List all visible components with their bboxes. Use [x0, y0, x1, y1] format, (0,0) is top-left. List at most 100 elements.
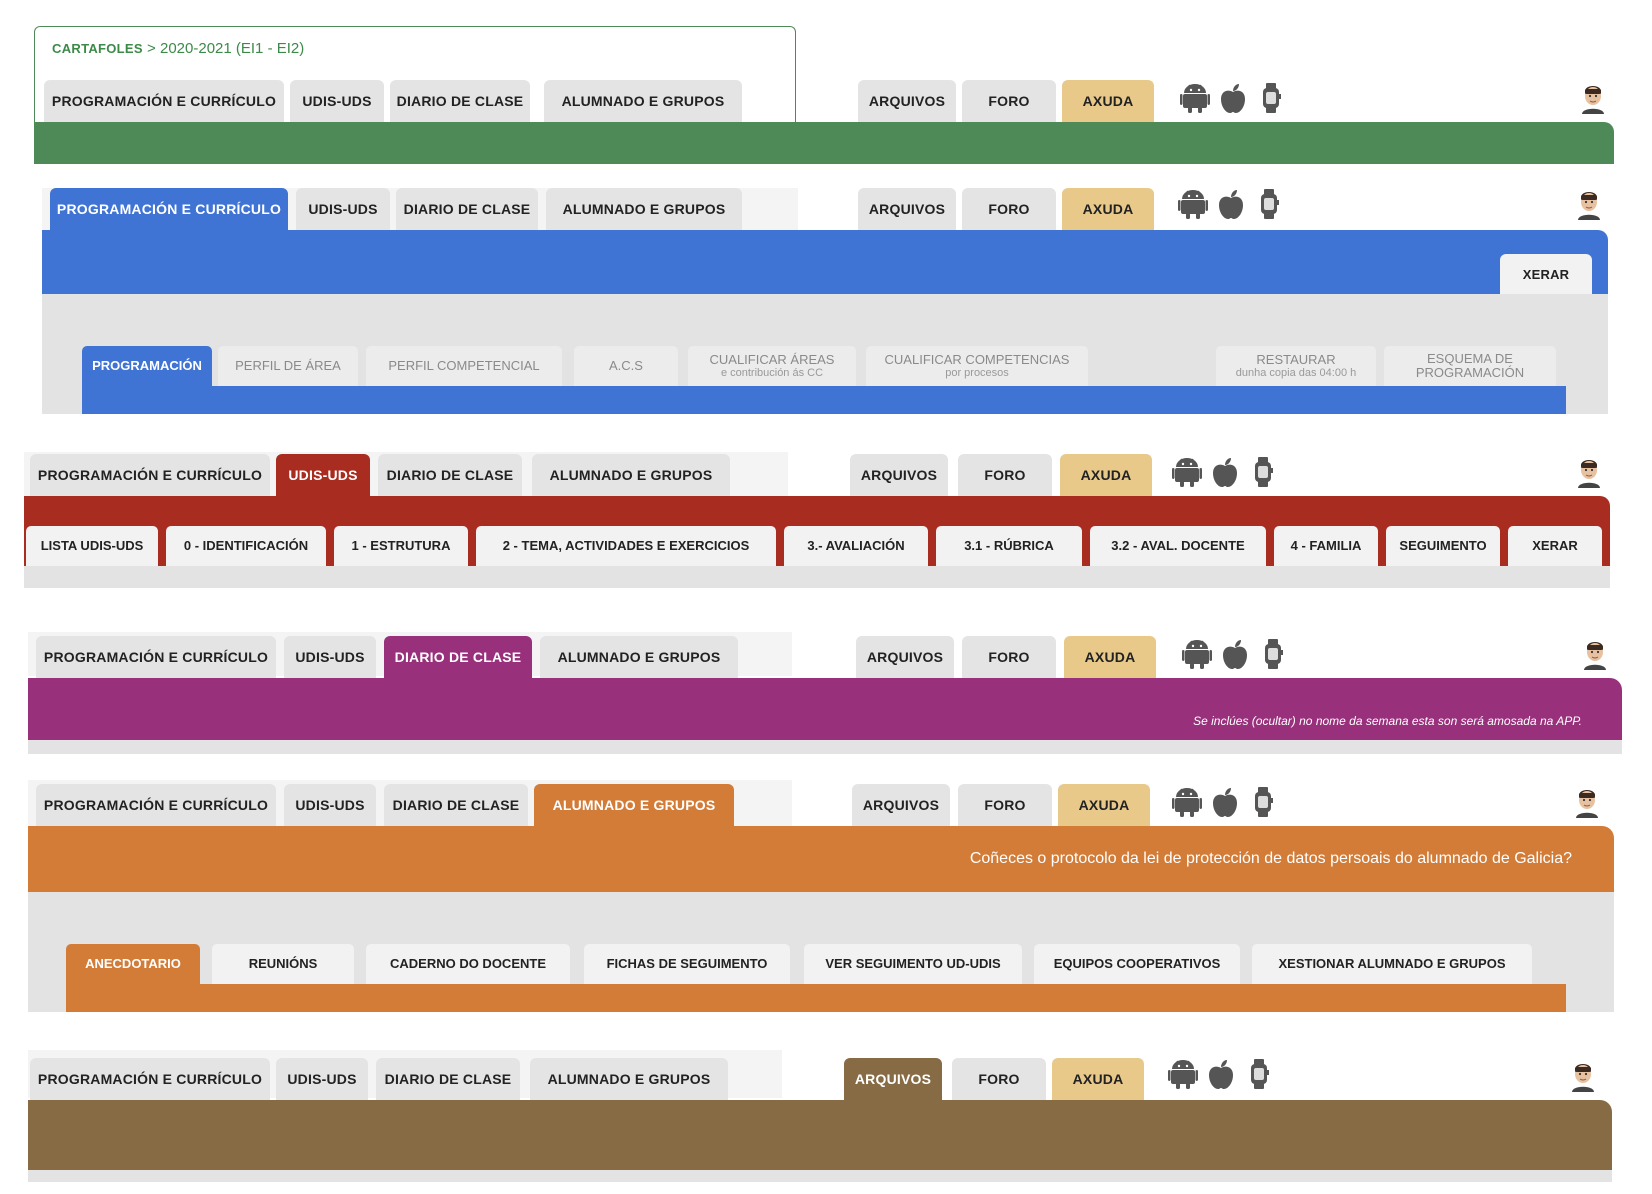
user-avatar[interactable] — [1580, 80, 1606, 114]
android-icon[interactable] — [1178, 188, 1208, 220]
subtab-restaurar[interactable]: RESTAURAR dunha copia das 04:00 h — [1216, 346, 1376, 386]
tab-foro[interactable]: FORO — [962, 188, 1056, 230]
tab-udis[interactable]: UDIS-UDS — [284, 636, 376, 678]
tab-programacion-active[interactable]: PROGRAMACIÓN E CURRÍCULO — [50, 188, 288, 230]
tab-udis-active[interactable]: UDIS-UDS — [276, 454, 370, 496]
tab-axuda[interactable]: AXUDA — [1062, 188, 1154, 230]
subtab-caderno[interactable]: CADERNO DO DOCENTE — [366, 944, 570, 984]
tab-arquivos[interactable]: ARQUIVOS — [852, 784, 950, 826]
subtab-programacion-active[interactable]: PROGRAMACIÓN — [82, 346, 212, 386]
tab-programacion[interactable]: PROGRAMACIÓN E CURRÍCULO — [36, 784, 276, 826]
tab-axuda[interactable]: AXUDA — [1062, 80, 1154, 122]
watch-icon[interactable] — [1256, 82, 1286, 114]
subtab-rubrica[interactable]: 3.1 - RÚBRICA — [936, 526, 1082, 566]
android-icon[interactable] — [1172, 786, 1202, 818]
tab-axuda[interactable]: AXUDA — [1064, 636, 1156, 678]
android-icon[interactable] — [1168, 1058, 1198, 1090]
subtab-seguimento[interactable]: SEGUIMENTO — [1386, 526, 1500, 566]
subtab-acs[interactable]: A.C.S — [574, 346, 678, 386]
apple-icon[interactable] — [1218, 82, 1248, 114]
tab-alumnado[interactable]: ALUMNADO E GRUPOS — [540, 636, 738, 678]
tab-alumnado[interactable]: ALUMNADO E GRUPOS — [544, 80, 742, 122]
subtab-reunions[interactable]: REUNIÓNS — [212, 944, 354, 984]
subtab-aval-docente[interactable]: 3.2 - AVAL. DOCENTE — [1090, 526, 1266, 566]
subtab-estrutura[interactable]: 1 - ESTRUTURA — [334, 526, 468, 566]
tab-programacion[interactable]: PROGRAMACIÓN E CURRÍCULO — [30, 454, 270, 496]
main-tab-bar-green: PROGRAMACIÓN E CURRÍCULO UDIS-UDS DIARIO… — [0, 80, 1652, 122]
tab-diario[interactable]: DIARIO DE CLASE — [378, 454, 522, 496]
subtab-avaliacion[interactable]: 3.- AVALIACIÓN — [784, 526, 928, 566]
user-avatar[interactable] — [1576, 454, 1602, 488]
tab-arquivos[interactable]: ARQUIVOS — [858, 188, 956, 230]
app-icons-green — [1180, 82, 1286, 114]
tab-arquivos-active[interactable]: ARQUIVOS — [844, 1058, 942, 1100]
tab-axuda[interactable]: AXUDA — [1052, 1058, 1144, 1100]
breadcrumb-root-link[interactable]: CARTAFOLES — [52, 41, 143, 56]
apple-icon[interactable] — [1210, 456, 1240, 488]
tab-diario-active[interactable]: DIARIO DE CLASE — [384, 636, 532, 678]
user-avatar[interactable] — [1570, 1058, 1596, 1092]
subtab-ver-seguimento[interactable]: VER SEGUIMENTO UD-UDIS — [804, 944, 1022, 984]
user-avatar[interactable] — [1582, 636, 1608, 670]
apple-icon[interactable] — [1206, 1058, 1236, 1090]
subtab-familia[interactable]: 4 - FAMILIA — [1274, 526, 1378, 566]
tab-udis[interactable]: UDIS-UDS — [290, 80, 384, 122]
subtab-perfil-area[interactable]: PERFIL DE ÁREA — [218, 346, 358, 386]
tab-udis[interactable]: UDIS-UDS — [276, 1058, 368, 1100]
watch-icon[interactable] — [1248, 786, 1278, 818]
user-avatar[interactable] — [1574, 784, 1600, 818]
android-icon[interactable] — [1182, 638, 1212, 670]
tab-diario[interactable]: DIARIO DE CLASE — [396, 188, 538, 230]
android-icon[interactable] — [1180, 82, 1210, 114]
watch-icon[interactable] — [1258, 638, 1288, 670]
subtab-cualificar-areas[interactable]: CUALIFICAR ÁREAS e contribución ás CC — [688, 346, 856, 386]
subtab-anecdotario-active[interactable]: ANECDOTARIO — [66, 944, 200, 984]
watch-icon[interactable] — [1244, 1058, 1274, 1090]
apple-icon[interactable] — [1210, 786, 1240, 818]
breadcrumb: CARTAFOLES > 2020-2021 (EI1 - EI2) — [52, 40, 304, 57]
tab-arquivos[interactable]: ARQUIVOS — [850, 454, 948, 496]
tab-diario[interactable]: DIARIO DE CLASE — [384, 784, 528, 826]
watch-icon[interactable] — [1248, 456, 1278, 488]
tab-alumnado-active[interactable]: ALUMNADO E GRUPOS — [534, 784, 734, 826]
tab-axuda[interactable]: AXUDA — [1060, 454, 1152, 496]
tab-foro[interactable]: FORO — [962, 636, 1056, 678]
tab-foro[interactable]: FORO — [952, 1058, 1046, 1100]
tab-programacion[interactable]: PROGRAMACIÓN E CURRÍCULO — [44, 80, 284, 122]
subtab-xestionar[interactable]: XESTIONAR ALUMNADO E GRUPOS — [1252, 944, 1532, 984]
tab-diario[interactable]: DIARIO DE CLASE — [376, 1058, 520, 1100]
watch-icon[interactable] — [1254, 188, 1284, 220]
subtab-xerar[interactable]: XERAR — [1508, 526, 1602, 566]
subtab-cualificar-competencias-label: CUALIFICAR COMPETENCIAS — [884, 351, 1070, 367]
tab-foro[interactable]: FORO — [962, 80, 1056, 122]
tab-arquivos[interactable]: ARQUIVOS — [856, 636, 954, 678]
subtab-esquema[interactable]: ESQUEMA DE PROGRAMACIÓN — [1384, 346, 1556, 386]
subtab-cualificar-competencias[interactable]: CUALIFICAR COMPETENCIAS por procesos — [866, 346, 1088, 386]
user-avatar[interactable] — [1576, 186, 1602, 220]
tab-arquivos[interactable]: ARQUIVOS — [858, 80, 956, 122]
tab-alumnado[interactable]: ALUMNADO E GRUPOS — [530, 1058, 728, 1100]
apple-icon[interactable] — [1216, 188, 1246, 220]
tab-programacion[interactable]: PROGRAMACIÓN E CURRÍCULO — [36, 636, 276, 678]
tab-diario[interactable]: DIARIO DE CLASE — [390, 80, 530, 122]
tab-foro[interactable]: FORO — [958, 784, 1052, 826]
subtab-perfil-competencial[interactable]: PERFIL COMPETENCIAL — [366, 346, 562, 386]
tab-foro[interactable]: FORO — [958, 454, 1052, 496]
tab-alumnado[interactable]: ALUMNADO E GRUPOS — [532, 454, 730, 496]
subtab-identificacion[interactable]: 0 - IDENTIFICACIÓN — [166, 526, 326, 566]
tab-udis[interactable]: UDIS-UDS — [296, 188, 390, 230]
subtab-tema[interactable]: 2 - TEMA, ACTIVIDADES E EXERCICIOS — [476, 526, 776, 566]
subtab-equipos[interactable]: EQUIPOS COOPERATIVOS — [1034, 944, 1240, 984]
tab-programacion[interactable]: PROGRAMACIÓN E CURRÍCULO — [30, 1058, 270, 1100]
subtab-lista-udis[interactable]: LISTA UDIS-UDS — [26, 526, 158, 566]
apple-icon[interactable] — [1220, 638, 1250, 670]
xerar-button[interactable]: XERAR — [1500, 254, 1592, 294]
subtab-cualificar-areas-label: CUALIFICAR ÁREAS — [709, 351, 835, 367]
purple-bottom-strip — [28, 740, 1622, 754]
android-icon[interactable] — [1172, 456, 1202, 488]
orange-notice-link[interactable]: Coñeces o protocolo da lei de protección… — [969, 850, 1572, 867]
tab-axuda[interactable]: AXUDA — [1058, 784, 1150, 826]
subtab-fichas[interactable]: FICHAS DE SEGUIMENTO — [584, 944, 790, 984]
tab-alumnado[interactable]: ALUMNADO E GRUPOS — [546, 188, 742, 230]
tab-udis[interactable]: UDIS-UDS — [284, 784, 376, 826]
